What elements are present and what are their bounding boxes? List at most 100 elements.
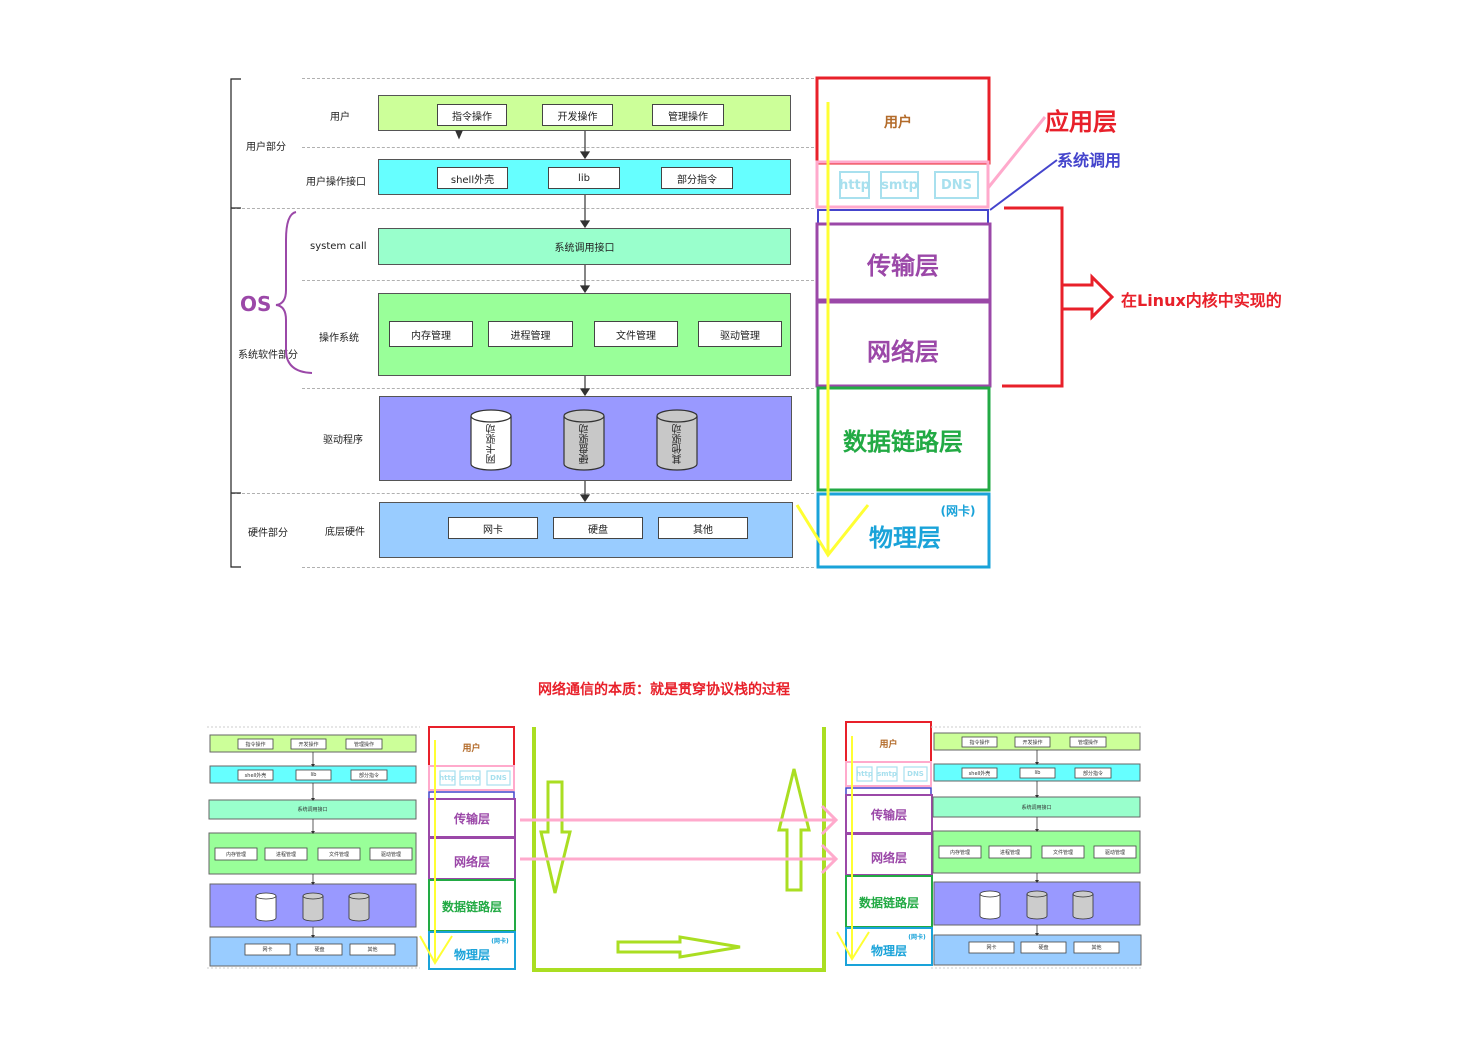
memory-management-box: 内存管理 xyxy=(389,321,473,347)
right-mini-disk: 硬盘 xyxy=(1038,945,1049,951)
row-separator xyxy=(232,493,814,494)
right-mini-command-op: 指令操作 xyxy=(969,739,990,746)
left-mini-shell: shell外壳 xyxy=(244,772,267,779)
right-datalink-layer-label: 数据链路层 xyxy=(858,895,919,910)
datalink-layer-label: 数据链路层 xyxy=(843,427,963,456)
row-label-system-call: system call xyxy=(310,241,367,252)
row-label-user-interface: 用户操作接口 xyxy=(306,177,366,188)
left-mini-mgmt-op: 管理操作 xyxy=(353,741,374,748)
right-mini-other: 其他 xyxy=(1091,945,1102,951)
user-part-label: 用户部分 xyxy=(246,142,286,153)
network-layer-label: 网络层 xyxy=(867,337,939,366)
hardware-part-label: 硬件部分 xyxy=(248,528,288,539)
http-chip: http xyxy=(839,177,870,193)
disk-driver-cylinder xyxy=(563,409,605,471)
stack-user-label: 用户 xyxy=(884,115,912,131)
os-label: OS xyxy=(240,292,272,316)
dns-chip: DNS xyxy=(940,177,973,193)
communication-channel xyxy=(532,727,826,972)
left-mini-process: 进程管理 xyxy=(275,851,296,858)
left-http-chip: http xyxy=(439,774,456,782)
right-mini-syscall: 系统调用接口 xyxy=(1021,804,1052,811)
left-stack-user-label: 用户 xyxy=(462,743,481,754)
bottom-title: 网络通信的本质：就是贯穿协议栈的过程 xyxy=(538,682,790,698)
right-mini-dev-op: 开发操作 xyxy=(1022,739,1043,746)
other-driver-cylinder xyxy=(656,409,698,471)
left-host-architecture xyxy=(207,726,420,969)
right-mini-memory: 内存管理 xyxy=(949,849,970,856)
partial-commands-box: 部分指令 xyxy=(661,167,733,189)
left-mini-memory: 内存管理 xyxy=(225,851,246,858)
right-mini-partial-cmd: 部分指令 xyxy=(1082,770,1103,777)
right-dns-chip: DNS xyxy=(907,770,924,778)
right-stack-user-label: 用户 xyxy=(879,739,898,750)
down-arrow xyxy=(539,780,572,894)
left-mini-dev-op: 开发操作 xyxy=(298,741,319,748)
right-network-layer-label: 网络层 xyxy=(870,850,907,865)
application-layer-annotation: 应用层 xyxy=(1045,108,1117,136)
driver-management-box: 驱动管理 xyxy=(698,321,782,347)
right-mini-file: 文件管理 xyxy=(1052,849,1073,856)
row-separator xyxy=(302,147,814,148)
row-label-hardware: 底层硬件 xyxy=(325,527,365,538)
disk-box: 硬盘 xyxy=(553,517,643,539)
right-host-architecture xyxy=(931,726,1143,969)
left-mini-disk: 硬盘 xyxy=(314,947,325,953)
left-dns-chip: DNS xyxy=(490,774,507,782)
row-label-operating-system: 操作系统 xyxy=(319,333,359,344)
development-operation-box: 开发操作 xyxy=(542,104,613,126)
right-http-chip: http xyxy=(856,770,873,778)
left-physical-layer-label: 物理层 xyxy=(453,947,490,962)
left-mini-other: 其他 xyxy=(367,947,378,953)
right-physical-layer-label: 物理层 xyxy=(870,943,907,958)
up-arrow xyxy=(777,768,811,892)
row-separator xyxy=(302,78,814,79)
right-mini-lib: lib xyxy=(1034,770,1041,776)
row-label-user: 用户 xyxy=(330,112,350,123)
transport-layer-box xyxy=(815,222,992,302)
nic-box: 网卡 xyxy=(448,517,538,539)
left-mini-command-op: 指令操作 xyxy=(245,741,266,748)
row-separator xyxy=(232,208,814,209)
right-smtp-chip: smtp xyxy=(877,770,897,778)
process-management-box: 进程管理 xyxy=(488,321,573,347)
row-separator xyxy=(302,388,814,389)
left-mini-lib: lib xyxy=(310,772,317,778)
right-arrow xyxy=(616,935,741,959)
peer-communication-arrows xyxy=(520,804,839,875)
application-protocols-box xyxy=(815,160,990,209)
left-datalink-layer-label: 数据链路层 xyxy=(441,899,502,914)
left-network-layer-label: 网络层 xyxy=(453,854,490,869)
physical-layer-box xyxy=(816,492,991,569)
physical-layer-label: 物理层 xyxy=(869,523,941,552)
right-host-stack xyxy=(836,721,933,966)
lib-box: lib xyxy=(548,167,620,189)
left-mini-nic: 网卡 xyxy=(262,947,273,953)
right-mini-driver-mgmt: 驱动管理 xyxy=(1104,849,1125,856)
left-mini-syscall: 系统调用接口 xyxy=(297,806,328,813)
shell-box: shell外壳 xyxy=(437,167,508,189)
left-physical-nic-note: (网卡) xyxy=(491,937,509,945)
transport-layer-label: 传输层 xyxy=(867,251,939,280)
physical-layer-nic-note: (网卡) xyxy=(940,503,976,518)
row-separator xyxy=(302,567,814,568)
right-mini-nic: 网卡 xyxy=(986,945,997,951)
left-mini-partial-cmd: 部分指令 xyxy=(358,772,379,779)
linux-kernel-annotation: 在Linux内核中实现的 xyxy=(1121,291,1282,310)
other-hardware-box: 其他 xyxy=(658,517,748,539)
right-mini-process: 进程管理 xyxy=(999,849,1020,856)
system-call-interface-band: 系统调用接口 xyxy=(378,228,791,265)
system-call-annotation: 系统调用 xyxy=(1057,151,1122,170)
datalink-layer-box xyxy=(816,386,991,492)
right-mini-shell: shell外壳 xyxy=(968,770,991,777)
nic-driver-cylinder xyxy=(470,409,512,471)
right-physical-nic-note: (网卡) xyxy=(908,933,926,941)
left-transport-layer-label: 传输层 xyxy=(453,811,490,826)
file-management-box: 文件管理 xyxy=(594,321,678,347)
left-smtp-chip: smtp xyxy=(460,774,480,782)
network-layer-box xyxy=(815,300,992,388)
left-host-stack xyxy=(419,726,516,970)
row-separator xyxy=(302,280,814,281)
smtp-chip: smtp xyxy=(881,177,918,193)
